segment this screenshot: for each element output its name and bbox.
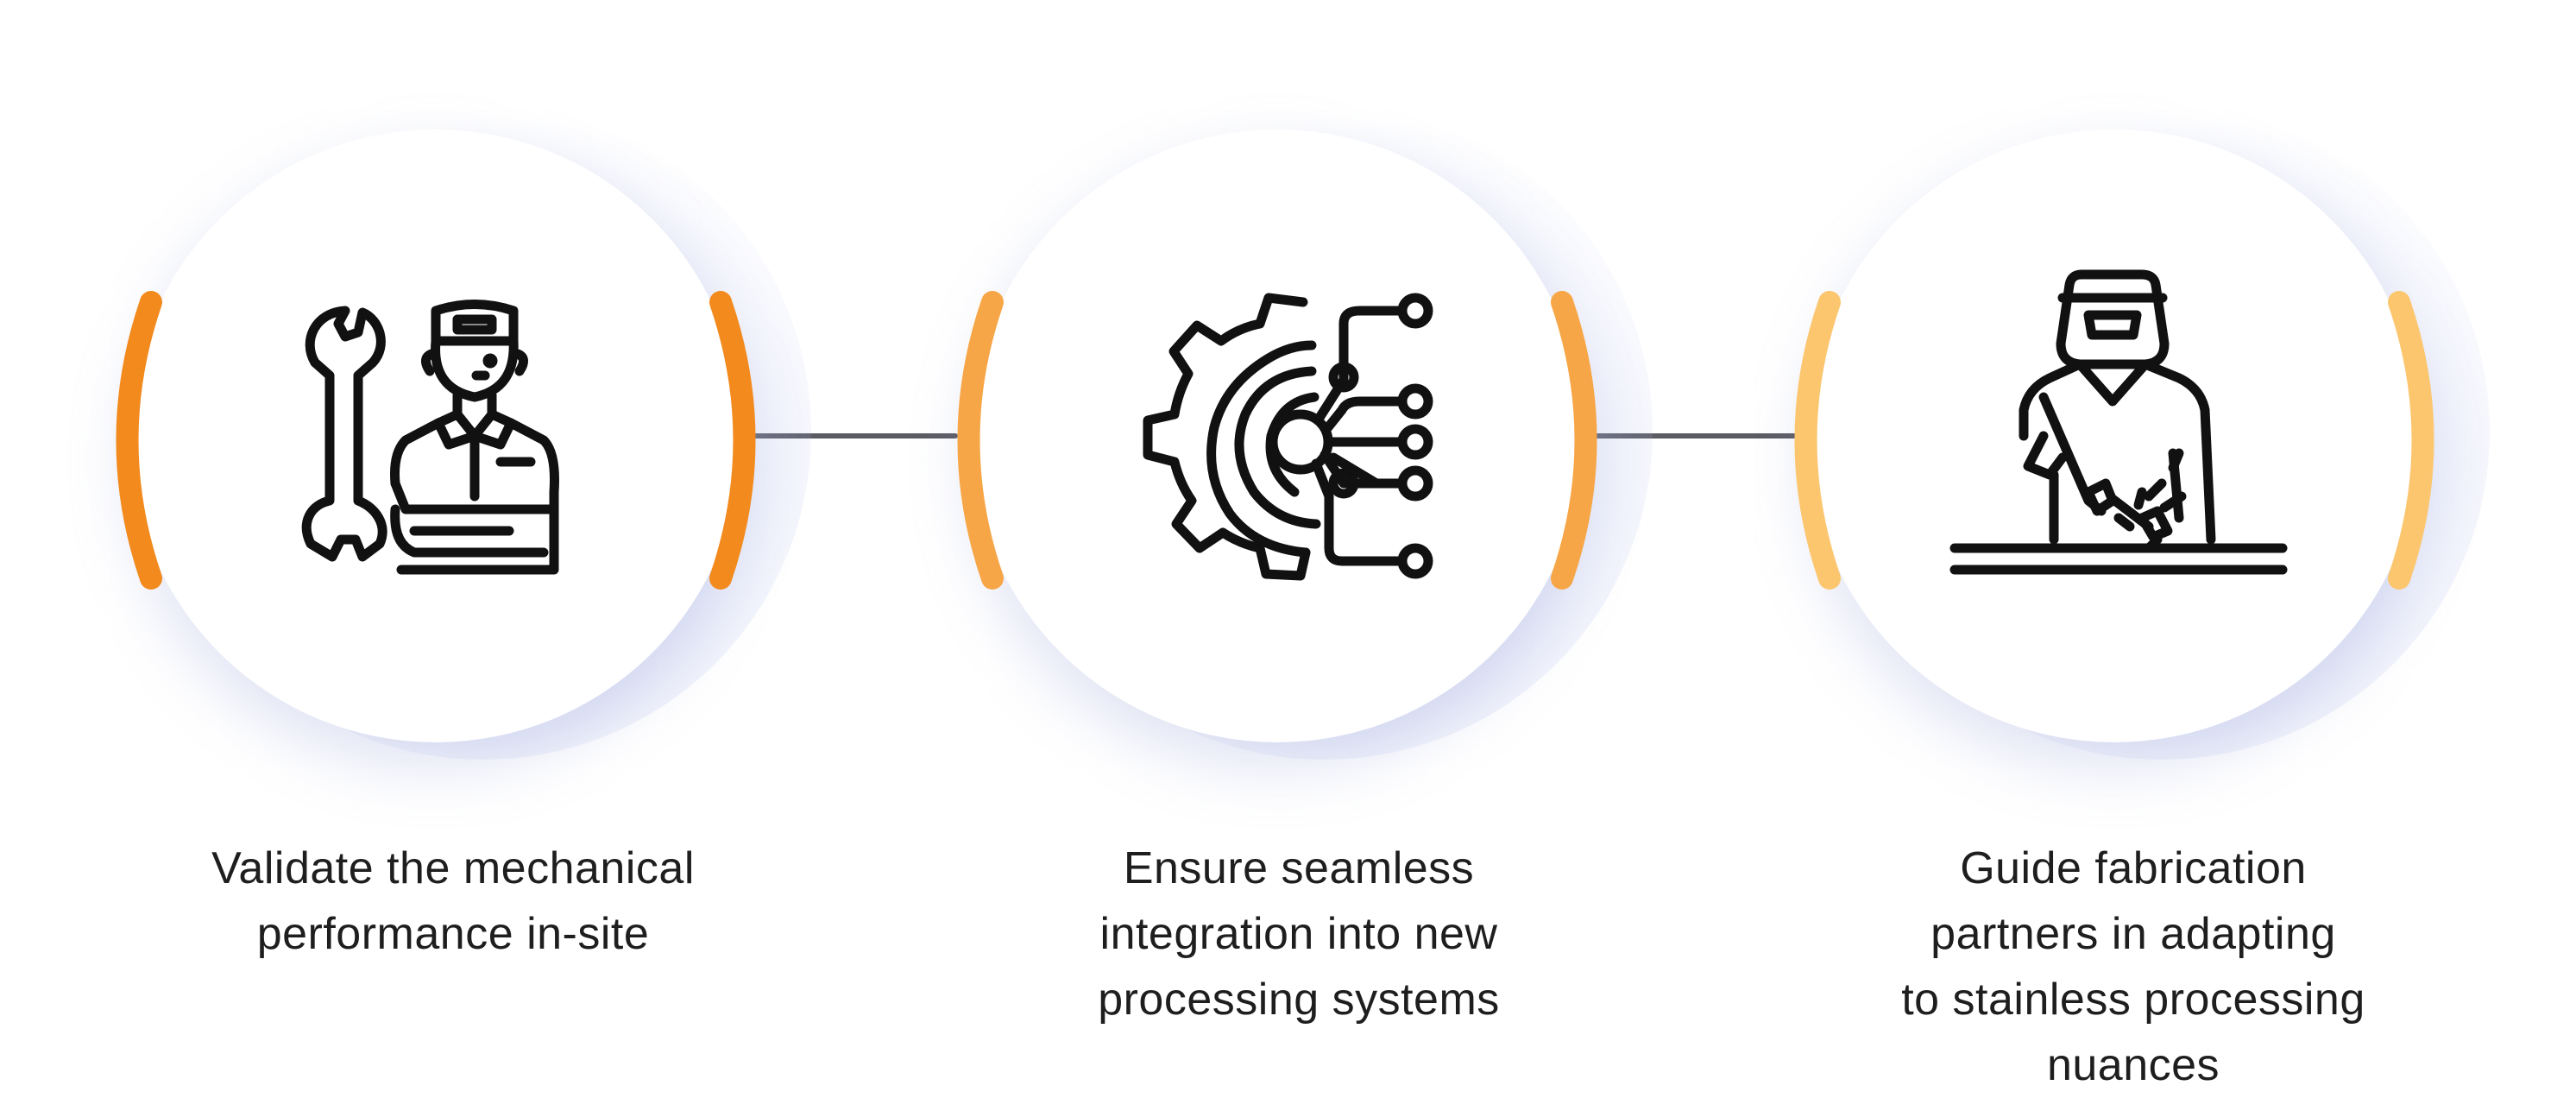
step-1-caption-line: performance in-site xyxy=(256,909,650,959)
step-3-caption-line: to stainless processing xyxy=(1901,975,2365,1025)
step-2-caption: Ensure seamless integration into new pro… xyxy=(971,836,1627,1032)
step-3-caption-line: partners in adapting xyxy=(1930,909,2336,959)
step-3-caption-line: nuances xyxy=(2046,1040,2220,1090)
step-2-caption-line: integration into new xyxy=(1099,909,1498,959)
connector-line-2 xyxy=(1592,433,1799,439)
mechanic-with-wrench-icon xyxy=(301,300,559,575)
step-3-accent-arcs xyxy=(1794,291,2434,590)
step-3-caption-line: Guide fabrication xyxy=(1960,843,2307,893)
step-1-caption: Validate the mechanical performance in-s… xyxy=(125,836,781,967)
step-2-caption-line: Ensure seamless xyxy=(1123,843,1475,893)
step-3-circle xyxy=(1808,129,2421,742)
gear-circuit-icon xyxy=(1143,293,1433,581)
step-3: Guide fabrication partners in adapting t… xyxy=(1794,0,2490,1090)
step-1-caption-line: Validate the mechanical xyxy=(211,843,695,893)
step-2: Ensure seamless integration into new pro… xyxy=(957,0,1653,1089)
step-1-circle xyxy=(129,129,742,742)
step-2-accent-arcs xyxy=(957,291,1597,590)
step-2-caption-line: processing systems xyxy=(1098,975,1500,1025)
connector-line-1 xyxy=(751,433,958,439)
step-1-accent-arcs xyxy=(116,291,756,590)
step-1: Validate the mechanical performance in-s… xyxy=(116,0,811,1089)
welder-icon xyxy=(1949,269,2288,575)
step-3-caption: Guide fabrication partners in adapting t… xyxy=(1805,836,2461,1098)
